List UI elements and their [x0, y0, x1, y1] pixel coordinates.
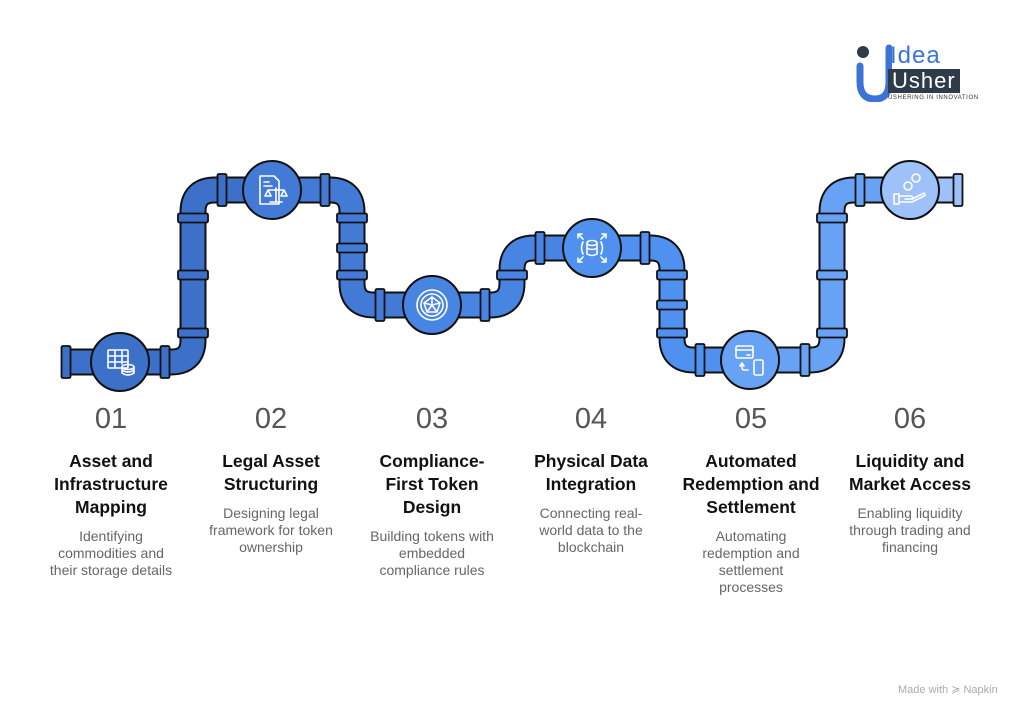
step-description: Identifying commodities and their storag… [49, 528, 173, 578]
hand-coins-icon [893, 173, 926, 205]
pipe-fitting [656, 327, 688, 339]
step-number: 02 [254, 403, 288, 435]
document-scales-icon [259, 175, 288, 205]
logo-mark-icon [856, 44, 892, 102]
step-description: Enabling liquidity through trading and f… [849, 505, 971, 555]
step-description: Building tokens with embedded compliance… [370, 528, 494, 578]
made-with-label: Made with [898, 684, 949, 696]
pipe-fitting [799, 343, 811, 377]
step-number: 05 [734, 403, 768, 435]
pipe-fitting [319, 173, 331, 207]
step-3: 03 Compliance-First Token Design Buildin… [352, 400, 512, 579]
step-4: 04 Physical Data Integration Connecting … [511, 400, 671, 556]
step-number: 06 [893, 403, 927, 435]
pipe-fitting [639, 231, 651, 265]
step-title: Automated Redemption and Settlement [682, 451, 820, 517]
pipe-fitting [336, 269, 368, 281]
pipe-fitting [216, 173, 228, 207]
pipe-fitting [534, 231, 546, 265]
step-title: Liquidity and Market Access [849, 451, 971, 494]
step-title: Asset and Infrastructure Mapping [54, 451, 168, 517]
logo-text-usher: Usher [888, 69, 960, 93]
pipe-fitting [854, 173, 866, 207]
pipe-fitting [60, 345, 72, 379]
pipe-fitting [159, 345, 171, 379]
step-1: 01 Asset and Infrastructure Mapping Iden… [31, 400, 191, 579]
step-title: Compliance-First Token Design [379, 451, 485, 517]
pipe-fitting [816, 327, 848, 339]
step-title: Physical Data Integration [534, 451, 648, 494]
step-node-1 [90, 332, 150, 392]
step-description: Connecting real-world data to the blockc… [539, 505, 643, 555]
pipe-fitting [374, 288, 386, 322]
step-node-2 [242, 160, 302, 220]
pipe-outline [62, 176, 272, 376]
step-node-5 [720, 330, 780, 390]
step-node-4 [562, 218, 622, 278]
pipe-fitting [177, 327, 209, 339]
step-number: 01 [94, 403, 128, 435]
step-title: Legal Asset Structuring [222, 451, 320, 494]
pipe-fitting [952, 173, 964, 207]
idea-usher-logo: Idea Usher USHERING IN INNOVATION [856, 44, 1001, 104]
step-node-6 [880, 160, 940, 220]
step-description: Automating redemption and settlement pro… [702, 528, 800, 595]
token-cube-icon [416, 289, 448, 321]
pipe-fitting [336, 212, 368, 224]
pipe-fitting [177, 212, 209, 224]
step-number: 04 [574, 403, 608, 435]
pipe-fitting [336, 242, 368, 254]
napkin-icon: ≽ [951, 684, 961, 696]
pipe-segment [62, 178, 272, 374]
table-database-icon [107, 349, 135, 376]
step-description: Designing legal framework for token owne… [209, 505, 333, 555]
pipe-fitting [656, 269, 688, 281]
pipe-fitting [496, 269, 528, 281]
logo-tagline: USHERING IN INNOVATION [888, 95, 979, 101]
pipe-fitting [816, 269, 848, 281]
step-6: 06 Liquidity and Market Access Enabling … [830, 400, 990, 556]
step-number: 03 [415, 403, 449, 435]
napkin-brand: Napkin [963, 684, 998, 696]
pipe-fitting [816, 212, 848, 224]
step-2: 02 Legal Asset Structuring Designing leg… [191, 400, 351, 556]
pipe-fitting [694, 343, 706, 377]
database-expand-icon [577, 233, 607, 263]
logo-text-idea: Idea [890, 42, 941, 69]
step-node-3 [402, 275, 462, 335]
made-with-napkin: Made with ≽ Napkin [898, 683, 998, 696]
card-to-phone-icon [735, 345, 764, 376]
pipe-fitting [479, 288, 491, 322]
pipe-fitting [177, 269, 209, 281]
pipe-fitting [656, 299, 688, 311]
step-5: 05 Automated Redemption and Settlement A… [671, 400, 831, 596]
